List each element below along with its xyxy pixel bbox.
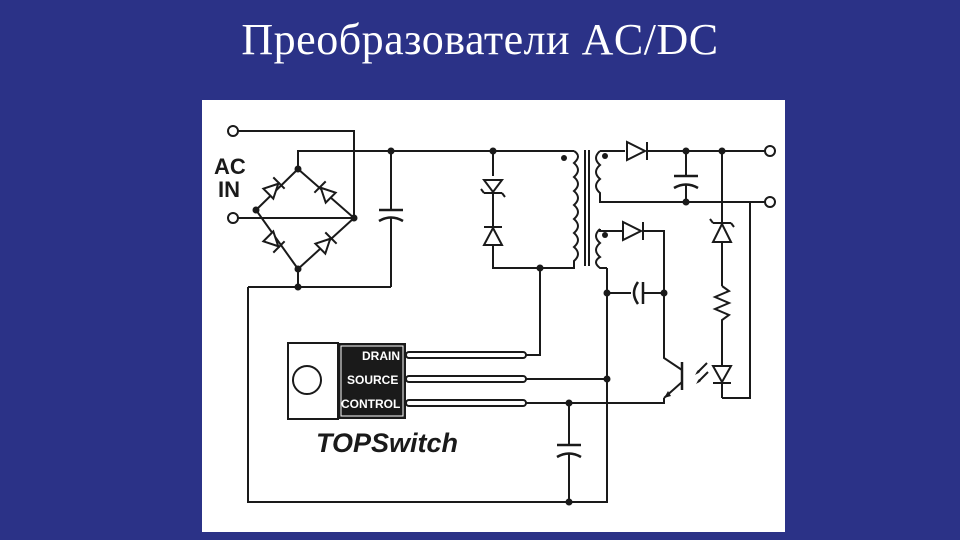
in-label: IN bbox=[218, 177, 240, 202]
bridge-diode-4 bbox=[313, 231, 338, 256]
output-capacitor bbox=[673, 151, 699, 202]
bias-wire bbox=[599, 229, 623, 232]
return-loop bbox=[247, 287, 608, 503]
pin-label-control: CONTROL bbox=[341, 397, 400, 411]
ac-terminal-top bbox=[227, 125, 239, 137]
schematic-panel: AC IN bbox=[202, 100, 785, 532]
output-diode bbox=[626, 140, 648, 162]
optocoupler-led bbox=[695, 362, 733, 398]
output-terminal-positive bbox=[764, 145, 776, 157]
control-wire bbox=[526, 398, 665, 404]
feedback-resistor bbox=[712, 285, 732, 365]
drain-pin bbox=[405, 351, 527, 359]
control-capacitor bbox=[556, 403, 582, 502]
clamp-diode bbox=[482, 193, 540, 269]
ac-input-wire bbox=[238, 130, 355, 219]
ac-label: AC bbox=[214, 154, 246, 179]
device-name: TOPSwitch bbox=[316, 428, 458, 458]
ac-terminal-bottom bbox=[227, 212, 239, 224]
bulk-capacitor bbox=[378, 151, 404, 287]
drain-wire bbox=[526, 268, 541, 356]
bridge-rectifier bbox=[252, 165, 358, 273]
topswitch-package: DRAIN SOURCE CONTROL bbox=[287, 342, 527, 420]
hv-bus bbox=[297, 150, 574, 169]
pin-label-source: SOURCE bbox=[347, 373, 398, 387]
bridge-diode-3 bbox=[261, 229, 286, 254]
clamp-zener bbox=[480, 151, 506, 198]
bridge-diode-2 bbox=[313, 180, 338, 205]
transformer bbox=[540, 150, 686, 269]
control-pin bbox=[405, 399, 527, 407]
pin-label-drain: DRAIN bbox=[362, 349, 400, 363]
bridge-diode-1 bbox=[261, 176, 286, 201]
bias-capacitor bbox=[606, 268, 664, 305]
feedback-zener bbox=[709, 151, 735, 286]
feedback-return-wire bbox=[722, 202, 751, 399]
bias-diode bbox=[622, 220, 644, 242]
circuit-schematic: AC IN bbox=[214, 125, 776, 506]
slide-title: Преобразователи AC/DC bbox=[241, 15, 719, 64]
source-pin bbox=[405, 375, 527, 383]
optocoupler-transistor bbox=[643, 230, 684, 399]
output-terminal-negative bbox=[764, 196, 776, 208]
